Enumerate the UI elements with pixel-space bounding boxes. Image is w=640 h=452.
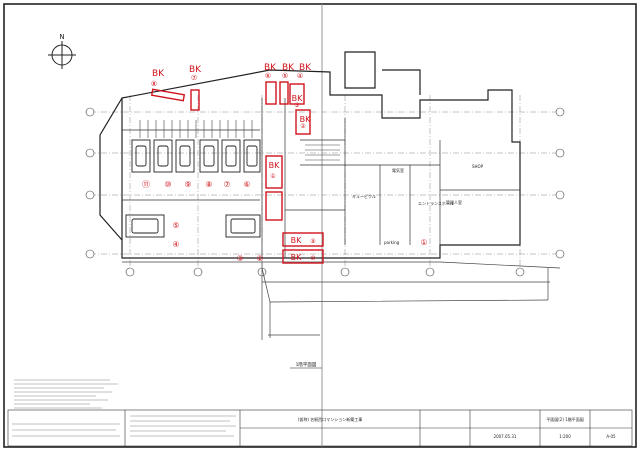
drawing-date: 2007.05.31 bbox=[494, 434, 517, 439]
company-stamp-block bbox=[12, 415, 236, 437]
parking-number: ⑥ bbox=[243, 180, 250, 189]
title-block-text: (仮称) 名駅西口マンション新築工事 平面図(2) 1階平面図 2007.05.… bbox=[298, 416, 616, 439]
bk-label-3: BK ③ bbox=[292, 94, 303, 109]
north-arrow-icon: N bbox=[48, 33, 76, 69]
svg-text:⑤: ⑤ bbox=[282, 72, 288, 80]
svg-text:⑩: ⑩ bbox=[310, 255, 315, 262]
bk-label-8: BK ⑧ bbox=[151, 69, 165, 88]
road-lines bbox=[122, 261, 561, 340]
svg-text:BK: BK bbox=[282, 63, 295, 73]
building-walls bbox=[99, 51, 521, 259]
bk-label-2: BK ② bbox=[300, 115, 311, 130]
red-markers bbox=[150, 81, 324, 264]
room-label-cubicle: キュービクル bbox=[352, 193, 376, 199]
parking-number: ② bbox=[256, 254, 263, 263]
svg-text:BK: BK bbox=[300, 115, 311, 124]
notes-block bbox=[14, 379, 118, 409]
bk-labels: BK ⑧ BK ⑦ BK ⑥ BK ⑤ BK ④ BK ③ BK ② BK ① bbox=[151, 63, 316, 262]
room-labels: 電気室 エントランスホール キュービクル SHOP 管理人室 parking bbox=[352, 164, 484, 245]
svg-text:②: ② bbox=[300, 123, 306, 130]
parking-number: ⑪ bbox=[142, 180, 150, 189]
parking-stalls bbox=[125, 139, 261, 238]
project-name: (仮称) 名駅西口マンション新築工事 bbox=[298, 416, 362, 422]
svg-text:⑦: ⑦ bbox=[191, 74, 197, 82]
svg-text:①: ① bbox=[270, 173, 275, 180]
svg-text:BK: BK bbox=[264, 63, 277, 73]
parking-number: ⑤ bbox=[172, 221, 179, 230]
parking-number: ④ bbox=[172, 240, 179, 249]
bk-label-9: BK ⑨ bbox=[291, 236, 316, 245]
drawing-scale: 1:200 bbox=[559, 434, 571, 439]
svg-text:BK: BK bbox=[299, 63, 312, 73]
parking-number: ⑧ bbox=[205, 180, 212, 189]
svg-text:④: ④ bbox=[297, 72, 303, 80]
drawing-border bbox=[3, 3, 637, 448]
stair-hatch bbox=[139, 120, 340, 161]
room-label-entrance: エントランスホール bbox=[418, 200, 454, 206]
svg-text:⑥: ⑥ bbox=[265, 72, 271, 80]
parking-number: ⑩ bbox=[164, 180, 171, 189]
room-label-manager: 管理人室 bbox=[446, 199, 462, 205]
drawing-name: 平面図(2) 1階平面図 bbox=[546, 416, 583, 422]
parking-number: ⑦ bbox=[223, 180, 230, 189]
svg-text:BK: BK bbox=[152, 69, 165, 79]
room-label-shop: SHOP bbox=[472, 164, 484, 169]
bk-label-10: BK ⑩ bbox=[291, 253, 316, 262]
interior-walls bbox=[122, 98, 520, 258]
bk-label-6: BK ⑥ bbox=[264, 63, 277, 80]
svg-text:⑨: ⑨ bbox=[310, 238, 315, 245]
svg-text:BK: BK bbox=[291, 236, 302, 245]
svg-text:⑧: ⑧ bbox=[151, 80, 157, 88]
svg-text:BK: BK bbox=[269, 161, 280, 170]
title-block bbox=[7, 409, 633, 447]
svg-text:BK: BK bbox=[292, 94, 303, 103]
red-circle-numbers: ⑪ ⑩ ⑨ ⑧ ⑦ ⑥ ⑤ ④ ③ ② ① bbox=[142, 180, 428, 263]
bk-label-4: BK ④ bbox=[297, 63, 312, 80]
svg-text:BK: BK bbox=[189, 65, 202, 75]
north-label: N bbox=[59, 33, 64, 41]
room-label-electric: 電気室 bbox=[392, 167, 404, 173]
parking-number: ③ bbox=[236, 254, 243, 263]
sheet-number: A-05 bbox=[606, 434, 616, 439]
grid-bubbles bbox=[85, 107, 565, 277]
parking-number: ⑨ bbox=[184, 180, 191, 189]
room-label-parking: parking bbox=[384, 240, 400, 245]
sheet-title: 1階平面図 bbox=[296, 361, 317, 368]
parking-number: ① bbox=[420, 238, 427, 247]
bk-label-1: BK ① bbox=[269, 161, 280, 180]
bk-label-5: BK ⑤ bbox=[282, 63, 295, 80]
svg-text:BK: BK bbox=[291, 253, 302, 262]
bk-label-7: BK ⑦ bbox=[189, 65, 202, 82]
svg-text:③: ③ bbox=[294, 102, 299, 109]
